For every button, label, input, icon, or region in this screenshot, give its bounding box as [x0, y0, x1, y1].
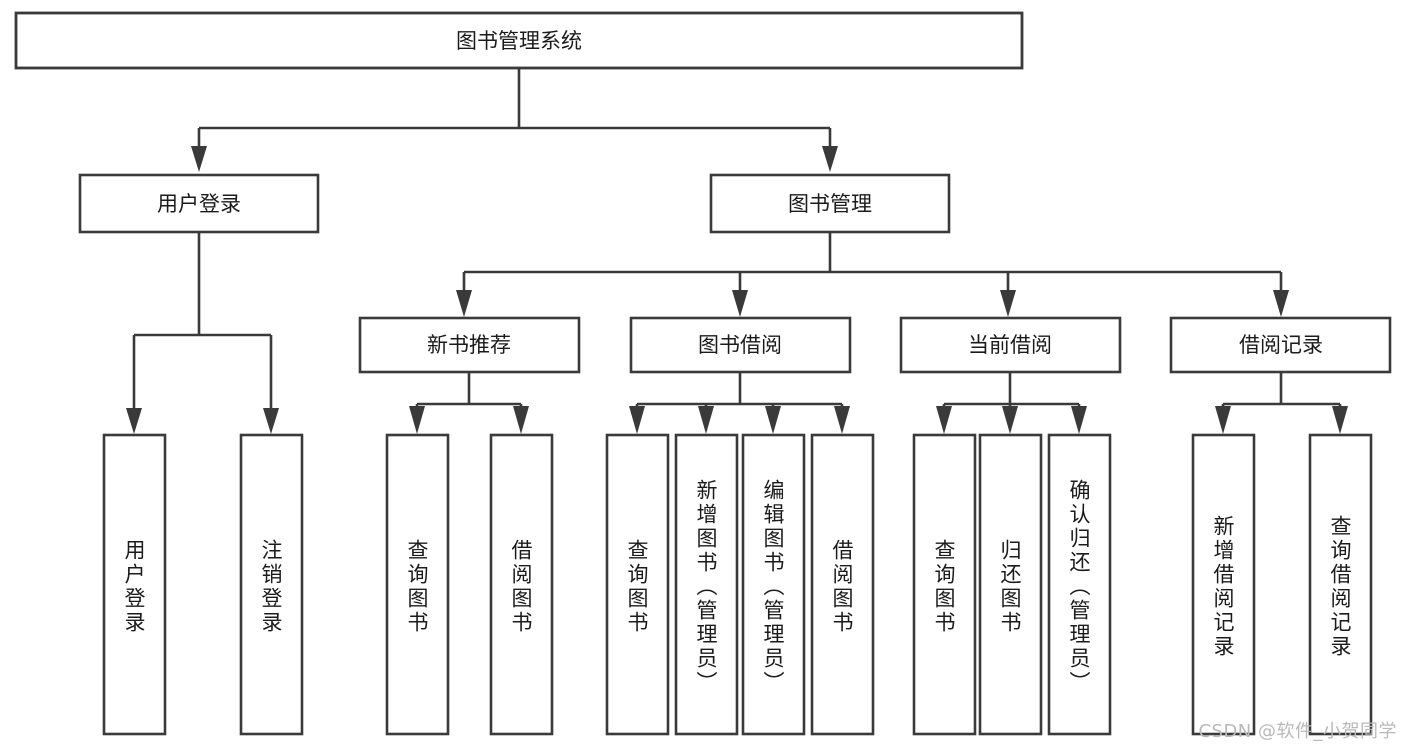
- leaf-record-add[interactable]: 新增借阅记录: [1191, 433, 1256, 736]
- node-book-management-label: 图书管理: [788, 192, 872, 216]
- arrow-new-book-leaf2-icon: [513, 406, 529, 434]
- edges-root-to-level2: [191, 68, 838, 172]
- leaf-user-login-signin-box[interactable]: [102, 433, 167, 736]
- arrow-current-leaf2-icon: [1002, 406, 1018, 434]
- leaf-current-query[interactable]: 查询图书: [912, 433, 977, 736]
- leaf-borrow-add-book-box[interactable]: [674, 433, 739, 736]
- leaf-borrow-edit-book-box[interactable]: [741, 433, 806, 736]
- arrow-new-book-leaf1-icon: [409, 406, 425, 434]
- node-current-borrow-label: 当前借阅: [968, 333, 1052, 357]
- arrow-borrow-leaf3-icon: [765, 406, 781, 434]
- node-borrow-record-label: 借阅记录: [1239, 333, 1323, 357]
- leaf-new-book-borrow-box[interactable]: [489, 433, 554, 736]
- leaf-new-book-borrow-label: 借阅图书: [509, 539, 533, 635]
- node-root-box[interactable]: [14, 11, 1024, 70]
- arrow-to-new-book-icon: [456, 290, 472, 317]
- leaf-current-return[interactable]: 归还图书: [978, 433, 1043, 736]
- leaf-borrow-add-book-label: 新增图书（管理员）: [694, 479, 718, 695]
- leaf-record-query-label: 查询借阅记录: [1328, 515, 1352, 659]
- leaf-record-query-box[interactable]: [1308, 433, 1373, 736]
- leaf-current-query-label: 查询图书: [932, 539, 956, 635]
- leaf-new-book-query[interactable]: 查询图书: [385, 433, 450, 736]
- node-book-borrow-label: 图书借阅: [698, 333, 782, 357]
- arrow-borrow-leaf2-icon: [698, 406, 714, 434]
- arrow-user-login-leaf1-icon: [126, 408, 142, 434]
- arrow-record-leaf2-icon: [1332, 406, 1348, 434]
- leaf-current-confirm-return[interactable]: 确认归还（管理员）: [1047, 433, 1112, 736]
- arrow-borrow-leaf1-icon: [629, 406, 645, 434]
- node-book-borrow-box[interactable]: [629, 316, 852, 374]
- leaf-borrow-query-box[interactable]: [605, 433, 670, 736]
- leaf-current-confirm-return-label: 确认归还（管理员）: [1067, 479, 1091, 695]
- node-user-login[interactable]: 用户登录: [78, 173, 320, 234]
- leaf-new-book-borrow[interactable]: 借阅图书: [489, 433, 554, 736]
- leaf-user-login-signout[interactable]: 注销登录: [239, 433, 304, 736]
- node-current-borrow-box[interactable]: [899, 316, 1122, 374]
- leaf-borrow-add-book[interactable]: 新增图书（管理员）: [674, 433, 739, 736]
- arrow-user-login-leaf2-icon: [263, 408, 279, 434]
- leaf-user-login-signin-label: 用户登录: [122, 539, 146, 635]
- node-new-book-recommend-box[interactable]: [358, 316, 581, 374]
- node-book-management-box[interactable]: [709, 173, 951, 234]
- leaf-borrow-edit-book[interactable]: 编辑图书（管理员）: [741, 433, 806, 736]
- node-borrow-record[interactable]: 借阅记录: [1169, 316, 1392, 374]
- node-new-book-recommend[interactable]: 新书推荐: [358, 316, 581, 374]
- arrow-to-current-icon: [1000, 290, 1016, 317]
- node-root-system[interactable]: 图书管理系统: [14, 11, 1024, 70]
- leaf-borrow-query[interactable]: 查询图书: [605, 433, 670, 736]
- leaf-record-add-box[interactable]: [1191, 433, 1256, 736]
- leaf-borrow-borrow-book[interactable]: 借阅图书: [810, 433, 875, 736]
- arrow-to-book-mgmt-icon: [822, 146, 838, 172]
- leaf-borrow-query-label: 查询图书: [625, 539, 649, 635]
- leaf-record-add-label: 新增借阅记录: [1211, 515, 1235, 659]
- arrow-to-user-login-icon: [191, 146, 207, 172]
- node-new-book-recommend-label: 新书推荐: [427, 333, 511, 357]
- node-borrow-record-box[interactable]: [1169, 316, 1392, 374]
- arrow-current-leaf3-icon: [1071, 406, 1087, 434]
- arrow-to-record-icon: [1273, 290, 1289, 317]
- node-current-borrow[interactable]: 当前借阅: [899, 316, 1122, 374]
- leaf-new-book-query-box[interactable]: [385, 433, 450, 736]
- leaf-current-return-box[interactable]: [978, 433, 1043, 736]
- edges-user-login-to-leaves: [126, 232, 279, 434]
- edges-new-book-to-leaves: [409, 372, 529, 434]
- node-book-borrow[interactable]: 图书借阅: [629, 316, 852, 374]
- leaf-borrow-edit-book-label: 编辑图书（管理员）: [761, 479, 785, 695]
- leaf-borrow-borrow-book-label: 借阅图书: [830, 539, 854, 635]
- leaf-current-query-box[interactable]: [912, 433, 977, 736]
- leaf-new-book-query-label: 查询图书: [405, 539, 429, 635]
- edges-book-mgmt-to-level3: [456, 232, 1289, 317]
- arrow-borrow-leaf4-icon: [834, 406, 850, 434]
- leaf-user-login-signout-box[interactable]: [239, 433, 304, 736]
- arrow-to-borrow-icon: [732, 290, 748, 317]
- edges-current-to-leaves: [936, 372, 1087, 434]
- leaf-record-query[interactable]: 查询借阅记录: [1308, 433, 1373, 736]
- leaf-user-login-signout-label: 注销登录: [259, 539, 283, 635]
- node-book-management[interactable]: 图书管理: [709, 173, 951, 234]
- node-root-label: 图书管理系统: [456, 29, 582, 53]
- leaf-borrow-borrow-book-box[interactable]: [810, 433, 875, 736]
- edges-borrow-to-leaves: [629, 372, 850, 434]
- arrow-record-leaf1-icon: [1215, 406, 1231, 434]
- arrow-current-leaf1-icon: [936, 406, 952, 434]
- leaf-current-return-label: 归还图书: [998, 539, 1022, 635]
- leaf-user-login-signin[interactable]: 用户登录: [102, 433, 167, 736]
- node-user-login-label: 用户登录: [157, 192, 241, 216]
- leaf-current-confirm-return-box[interactable]: [1047, 433, 1112, 736]
- node-user-login-box[interactable]: [78, 173, 320, 234]
- edges-record-to-leaves: [1215, 372, 1348, 434]
